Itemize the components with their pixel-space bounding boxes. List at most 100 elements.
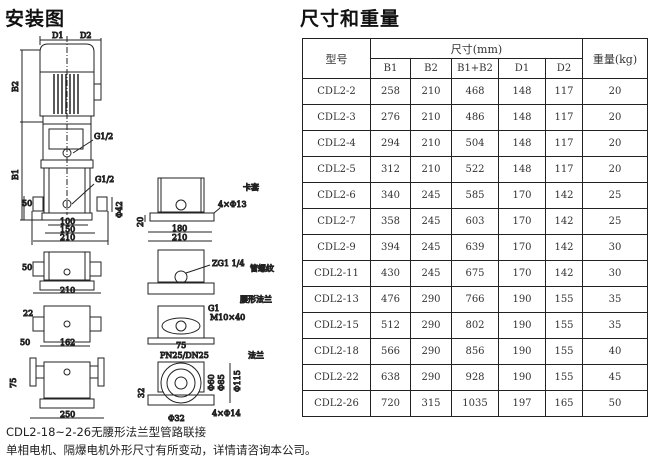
dim-50-thread: 50 — [22, 263, 32, 272]
cell-b1: 276 — [370, 104, 411, 131]
installation-title: 安装图 — [5, 8, 66, 30]
cell-d2: 155 — [545, 286, 583, 313]
cell-b1: 358 — [370, 208, 411, 235]
label-g1: G1 — [208, 304, 219, 313]
cell-d2: 155 — [545, 312, 583, 339]
cell-weight: 25 — [582, 182, 648, 209]
dim-210-thread: 210 — [60, 286, 75, 295]
cell-d1: 197 — [498, 390, 546, 417]
header-model: 型号 — [302, 38, 371, 79]
cell-b2: 290 — [410, 286, 452, 313]
dim-22: 22 — [23, 309, 33, 318]
cell-model: CDL2-11 — [302, 260, 371, 287]
dim-20: 20 — [136, 217, 145, 227]
cell-b2: 210 — [410, 78, 452, 105]
dim-d2: D2 — [80, 31, 92, 40]
cell-weight: 30 — [582, 234, 648, 261]
dim-162: 162 — [60, 338, 75, 347]
cell-b2: 290 — [410, 312, 452, 339]
cell-b2: 315 — [410, 390, 452, 417]
cell-b1-b2: 603 — [451, 208, 499, 235]
cell-d1: 148 — [498, 130, 546, 157]
dim-75-flange: 75 — [9, 378, 18, 388]
cell-b1: 720 — [370, 390, 411, 417]
cell-b2: 245 — [410, 182, 452, 209]
cell-b1: 340 — [370, 182, 411, 209]
cell-weight: 20 — [582, 130, 648, 157]
header-b1: B1 — [370, 58, 411, 79]
cell-b1-b2: 1035 — [451, 390, 499, 417]
header-d1: D1 — [498, 58, 546, 79]
dim-150: 150 — [60, 225, 75, 234]
cell-d2: 142 — [545, 260, 583, 287]
cell-model: CDL2-2 — [302, 78, 371, 105]
cell-model: CDL2-5 — [302, 156, 371, 183]
cell-d1: 190 — [498, 338, 546, 365]
cell-b1-b2: 639 — [451, 234, 499, 261]
cell-d2: 142 — [545, 234, 583, 261]
cell-b1-b2: 675 — [451, 260, 499, 287]
footer-note-2: 单相电机、隔爆电机外形尺寸有所变动，详情请咨询本公司。 — [6, 443, 317, 457]
dimensions-title: 尺寸和重量 — [300, 8, 401, 30]
header-size: 尺寸(mm) — [370, 38, 583, 59]
cell-model: CDL2-26 — [302, 390, 371, 417]
cell-b1-b2: 486 — [451, 104, 499, 131]
cell-b1: 312 — [370, 156, 411, 183]
cell-weight: 50 — [582, 390, 648, 417]
cell-b2: 245 — [410, 234, 452, 261]
dimensions-table: 型号 尺寸(mm) 重量(kg) B1 B2 B1+B2 D1 D2 CDL2-… — [302, 38, 648, 417]
cell-weight: 20 — [582, 104, 648, 131]
cell-d1: 170 — [498, 260, 546, 287]
cell-d2: 142 — [545, 208, 583, 235]
cell-b1: 566 — [370, 338, 411, 365]
pump-front-oval — [32, 305, 102, 347]
header-d2: D2 — [545, 58, 583, 79]
dim-210-side: 210 — [172, 233, 187, 242]
cell-d2: 155 — [545, 338, 583, 365]
header-weight: 重量(kg) — [582, 38, 648, 79]
pump-side-view-clamp — [144, 177, 221, 242]
cell-model: CDL2-18 — [302, 338, 371, 365]
cell-weight: 25 — [582, 208, 648, 235]
cell-b1-b2: 766 — [451, 286, 499, 313]
cell-weight: 20 — [582, 78, 648, 105]
cell-d1: 148 — [498, 156, 546, 183]
cell-b2: 245 — [410, 260, 452, 287]
cell-b1-b2: 522 — [451, 156, 499, 183]
cell-d2: 117 — [545, 104, 583, 131]
cell-d1: 190 — [498, 364, 546, 391]
dim-phi115: Φ115 — [233, 370, 242, 392]
cell-b1: 394 — [370, 234, 411, 261]
cell-weight: 35 — [582, 286, 648, 313]
cell-model: CDL2-15 — [302, 312, 371, 339]
dim-250: 250 — [60, 410, 75, 419]
label-pipe-thread: 管螺纹 — [250, 263, 274, 273]
cell-b1: 638 — [370, 364, 411, 391]
cell-d2: 155 — [545, 364, 583, 391]
pump-front-thread — [32, 251, 102, 294]
dim-b2: B2 — [11, 81, 20, 92]
dim-32: 32 — [137, 388, 146, 398]
cell-d1: 148 — [498, 78, 546, 105]
dim-100: 100 — [60, 217, 75, 226]
dim-210: 210 — [60, 233, 75, 242]
cell-weight: 35 — [582, 312, 648, 339]
label-clamp: 卡套 — [243, 182, 259, 192]
label-m10: M10×40 — [210, 313, 245, 322]
dim-50-oval: 50 — [20, 338, 30, 347]
cell-d2: 117 — [545, 156, 583, 183]
cell-d1: 148 — [498, 104, 546, 131]
cell-d1: 190 — [498, 312, 546, 339]
cell-b1-b2: 585 — [451, 182, 499, 209]
cell-b1-b2: 856 — [451, 338, 499, 365]
cell-model: CDL2-9 — [302, 234, 371, 261]
